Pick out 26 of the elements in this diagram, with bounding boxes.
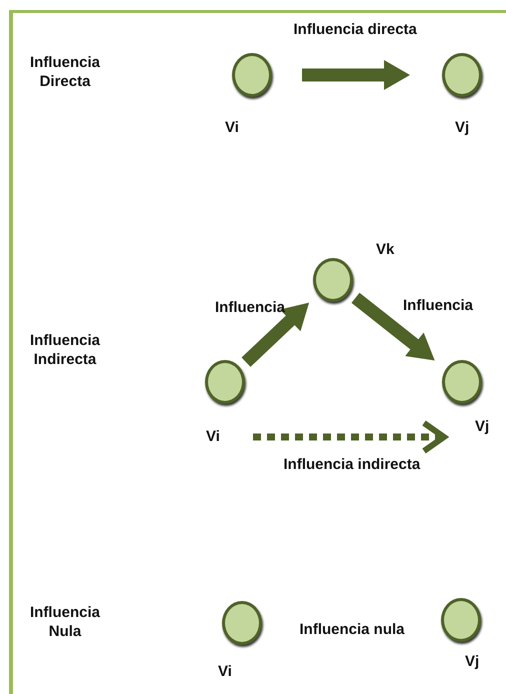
node-caption: Vi: [225, 119, 239, 137]
block-arrow: [242, 302, 310, 367]
edge-label: Influencia directa: [294, 21, 417, 39]
edge-label: Influencia: [215, 299, 286, 317]
node-caption: Vi: [206, 428, 220, 446]
circle-node: [232, 53, 272, 97]
circle-node: [222, 601, 262, 645]
dashed-arrow: [253, 420, 447, 454]
block-arrow: [302, 60, 410, 90]
circle-node: [442, 53, 482, 97]
circle-node: [441, 598, 481, 642]
block-arrow: [351, 292, 435, 360]
row-heading: Influencia Directa: [28, 53, 101, 91]
node-caption: Vj: [475, 418, 490, 436]
node-caption: Vj: [465, 653, 480, 671]
edge-label: Influencia indirecta: [284, 456, 420, 474]
circle-node: [313, 258, 353, 302]
row-heading: Influencia Indirecta: [28, 331, 101, 369]
edge-label: Influencia: [403, 297, 474, 315]
node-caption: Vj: [455, 119, 470, 137]
note-label: Influencia nula: [300, 621, 405, 639]
row-heading: Influencia Nula: [28, 603, 101, 641]
circle-node: [442, 360, 482, 404]
node-caption: Vi: [218, 663, 232, 681]
circle-node: [205, 360, 245, 404]
node-caption: Vk: [376, 241, 394, 259]
